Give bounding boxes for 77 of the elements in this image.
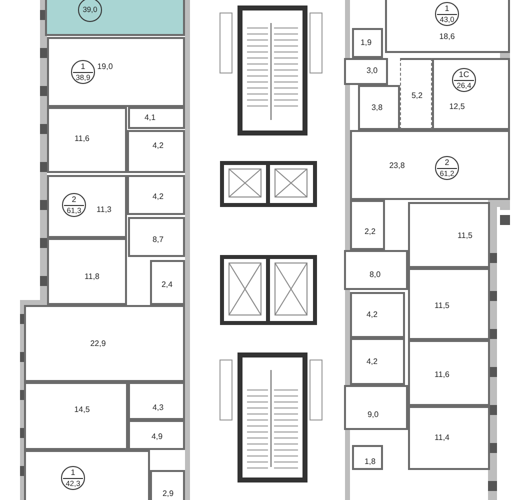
room-area: 11,5 [458,232,472,240]
room [385,0,510,53]
room-area: 3,0 [366,67,378,75]
apartment-badge [435,2,459,26]
apartment-badge [61,466,85,490]
room [150,260,185,305]
room-count: 1 [63,468,83,479]
room-area: 4,1 [144,114,156,122]
room [47,107,127,173]
apartment-badge [71,60,95,84]
room [350,130,510,200]
room-area: 4,9 [151,433,163,441]
room-area: 5,2 [411,92,423,100]
room [408,268,490,340]
room-area: 11,3 [96,206,112,214]
apartment-badge [78,0,102,22]
room [24,382,128,450]
room [352,445,383,470]
room-outline [24,450,150,500]
room-area: 1,8 [364,458,376,466]
room-area: 11,6 [74,135,90,143]
room [400,58,432,130]
room-count: 2 [64,196,84,206]
room-area: 8,0 [369,271,381,279]
room [127,130,185,173]
room-area: 2,4 [161,281,173,289]
room [47,175,127,238]
room-area: 9,0 [367,411,379,419]
room-area: 2,2 [364,228,376,236]
room [408,202,490,268]
room [344,250,408,290]
apartment-badge [62,193,86,217]
room-area: 3,8 [371,104,383,112]
room [408,340,490,406]
apartment-badge [452,68,476,92]
room-area: 4,2 [366,311,378,319]
room [128,382,185,420]
room-area: 11,4 [434,434,450,442]
room-area: 12,5 [449,103,465,111]
room-count: 1С [454,70,474,81]
room-count: 1 [437,4,457,15]
room [128,217,185,257]
room-area: 2,9 [162,490,174,498]
room-area: 22,9 [90,340,106,348]
apartment-badge [435,156,459,180]
room [150,470,185,500]
room [350,200,385,250]
room-area: 4,2 [366,358,378,366]
room-count: 1 [73,62,93,73]
room-area: 1,9 [360,39,372,47]
room [47,238,127,305]
room-area: 4,2 [152,193,164,201]
room [432,58,510,130]
room [128,420,185,450]
room-count: 2 [437,158,457,169]
room-area: 8,7 [152,236,164,244]
room-outline [45,0,185,36]
room-area: 11,5 [434,302,450,310]
room [24,305,185,382]
room-area: 11,6 [434,371,450,379]
room-area: 4,3 [152,404,164,412]
room [47,37,185,107]
room [408,406,490,470]
room-area: 19,0 [97,63,113,71]
room [352,28,383,58]
room [344,385,408,430]
room [127,175,185,215]
room [344,58,388,85]
room [128,107,185,129]
room [358,85,400,130]
room [350,338,405,385]
room-area: 14,5 [74,406,90,414]
room-area: 4,2 [152,142,164,150]
room-area: 23,8 [389,162,405,170]
room-area: 18,6 [439,33,455,41]
room [350,292,405,338]
room-area: 11,8 [84,273,100,281]
